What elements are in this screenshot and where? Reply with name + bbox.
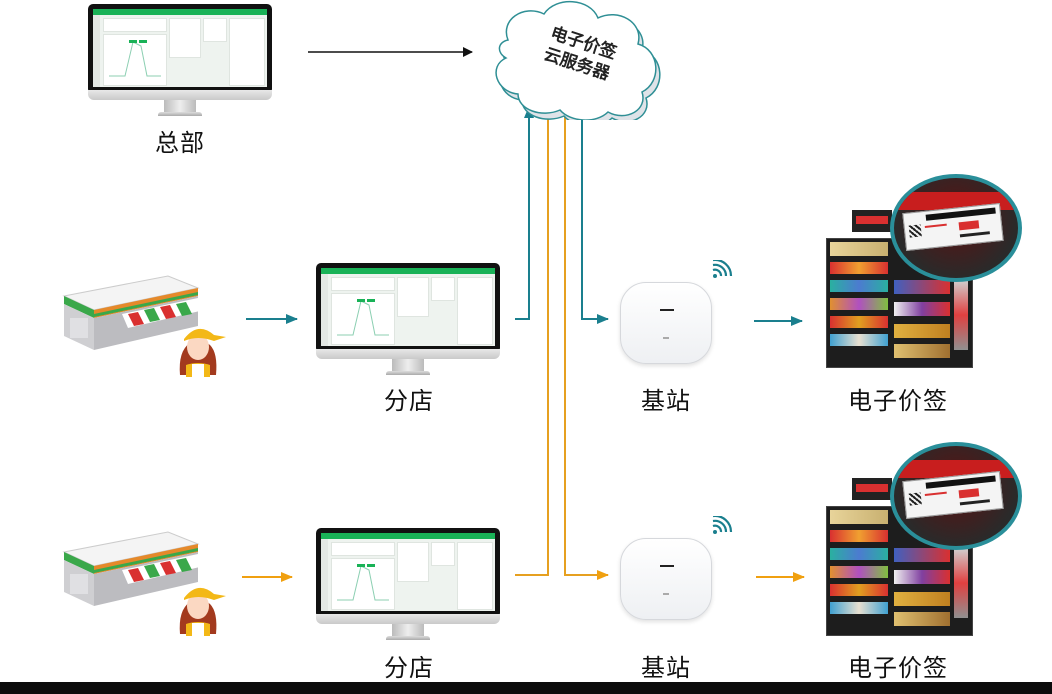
branch1-to-cloud-arrow — [515, 106, 534, 320]
esl-shelf-2 — [822, 442, 1022, 638]
branch-1-label: 分店 — [384, 387, 434, 415]
esl-1-label: 电子价签 — [848, 387, 948, 415]
wifi-signal-icon — [712, 260, 733, 278]
branch-2-monitor — [316, 528, 500, 644]
wifi-signal-icon — [712, 516, 733, 534]
branch-2-label: 分店 — [384, 654, 434, 682]
cloud-server — [478, 0, 668, 120]
staff-icon — [179, 328, 226, 377]
access-point-icon — [620, 282, 712, 364]
monitor-screen — [321, 533, 495, 611]
base-station-1-label: 基站 — [641, 387, 691, 415]
hq-label: 总部 — [155, 129, 205, 157]
access-point-icon — [620, 538, 712, 620]
store-2 — [58, 518, 228, 638]
store-icon — [62, 531, 204, 606]
monitor-screen — [321, 268, 495, 346]
monitor-screen — [93, 9, 267, 87]
bottom-bar — [0, 682, 1052, 694]
base-station-2 — [612, 514, 742, 620]
branch2-to-cloud-arrow — [515, 106, 553, 576]
base-station-2-label: 基站 — [641, 654, 691, 682]
staff-icon — [179, 587, 226, 636]
cloud-to-station1-arrow — [581, 115, 609, 324]
store-icon — [62, 275, 204, 350]
esl-2-label: 电子价签 — [848, 654, 948, 682]
base-station-1 — [612, 258, 742, 364]
hq-monitor — [88, 4, 272, 120]
esl-shelf-1 — [822, 174, 1022, 370]
store-1 — [58, 262, 228, 382]
branch-1-monitor — [316, 263, 500, 379]
cloud-icon — [495, 0, 661, 120]
cloud-to-station2-arrow — [564, 115, 609, 580]
